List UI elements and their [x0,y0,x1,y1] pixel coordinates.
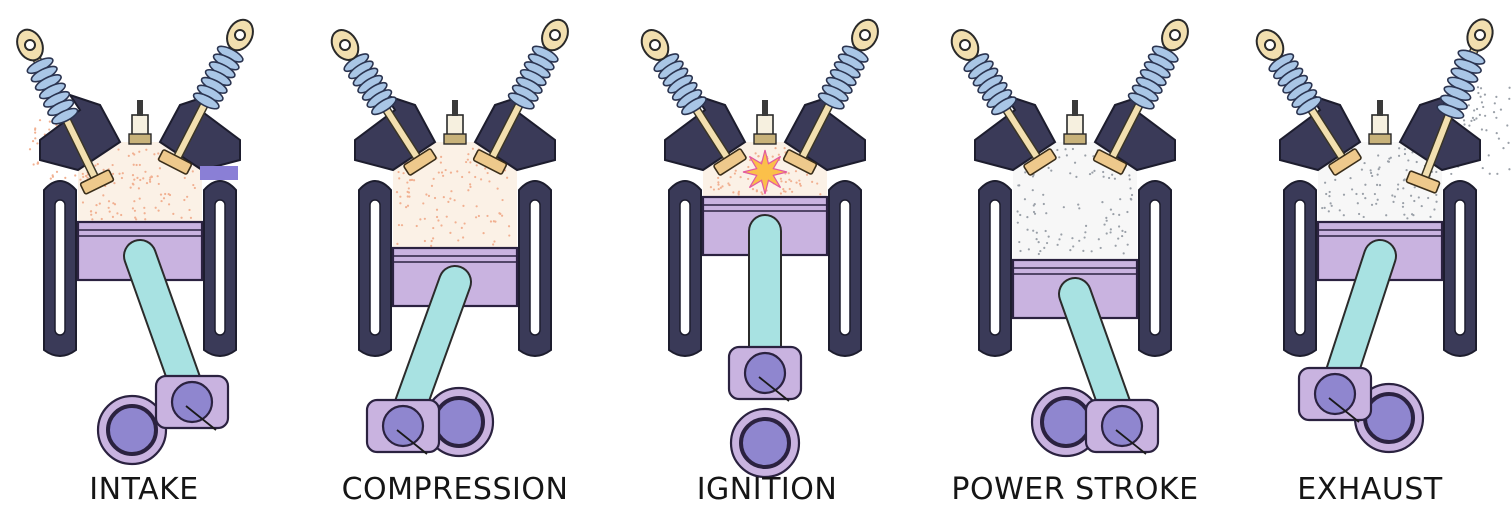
stroke-panel-ignition [636,15,883,477]
spark-plug [444,100,466,144]
label-intake: INTAKE [0,472,294,507]
stroke-panel-exhaust [1251,16,1510,452]
label-compression: COMPRESSION [305,472,605,507]
label-exhaust: EXHAUST [1220,472,1511,507]
spark-plug [754,100,776,144]
label-ignition: IGNITION [617,472,917,507]
stroke-panel-compression [326,15,573,456]
crankshaft [98,376,228,464]
crankshaft [1299,368,1423,452]
spark-plug [1369,100,1391,144]
spark-plug [1064,100,1086,144]
stroke-panel-power-stroke [946,15,1193,456]
spark-plug [129,100,151,144]
spark-burst [743,150,787,194]
crankshaft [729,347,801,477]
stroke-panel-intake [12,15,258,464]
label-power-stroke: POWER STROKE [925,472,1225,507]
